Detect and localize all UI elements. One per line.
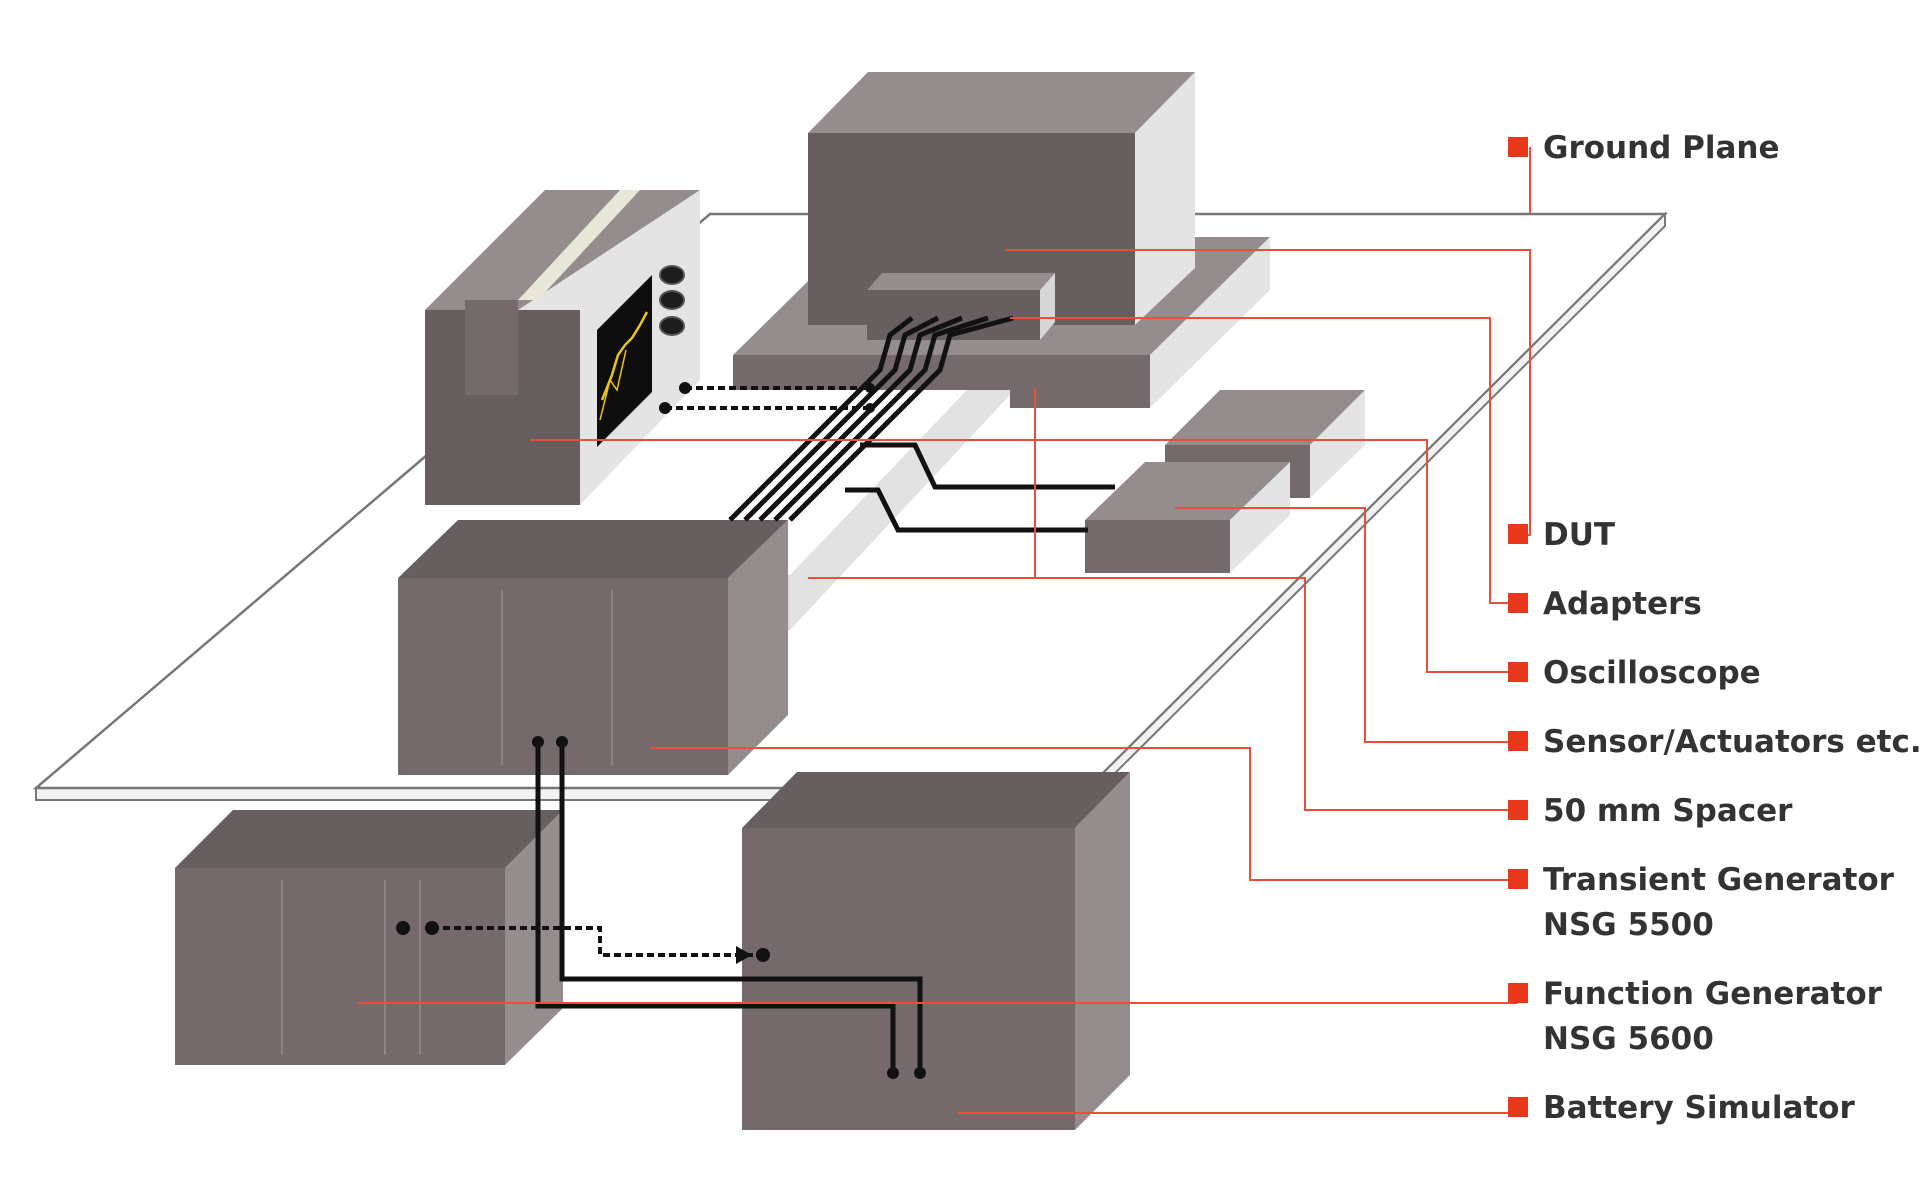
transient-generator <box>398 520 788 775</box>
legend-marker-function-generator <box>1508 983 1528 1003</box>
legend-ground-plane: Ground Plane <box>1543 130 1780 166</box>
legend-battery-simulator: Battery Simulator <box>1543 1090 1855 1126</box>
signal-lines <box>432 386 870 957</box>
dut-box <box>733 72 1270 408</box>
legend-marker-dut <box>1508 524 1528 544</box>
function-generator <box>175 810 563 1065</box>
legend-adapters: Adapters <box>1543 586 1702 622</box>
legend-marker-ground-plane <box>1508 137 1528 157</box>
legend-marker-battery-simulator <box>1508 1097 1528 1117</box>
legend-marker-spacer <box>1508 800 1528 820</box>
legend-spacer: 50 mm Spacer <box>1543 793 1793 829</box>
legend-oscilloscope: Oscilloscope <box>1543 655 1761 691</box>
legend-marker-transient-generator <box>1508 869 1528 889</box>
sensor-actuators <box>1085 390 1365 573</box>
leader-lines <box>358 147 1531 1114</box>
legend: Ground Plane DUT Adapters Oscilloscope S… <box>1543 130 1920 1126</box>
legend-marker-sensor-actuators <box>1508 731 1528 751</box>
legend-function-generator-line1: Function Generator <box>1543 976 1883 1012</box>
legend-markers <box>1508 137 1528 1117</box>
legend-transient-generator-line1: Transient Generator <box>1543 862 1895 898</box>
legend-function-generator-line2: NSG 5600 <box>1543 1021 1714 1057</box>
legend-marker-adapters <box>1508 593 1528 613</box>
oscilloscope <box>425 190 700 505</box>
legend-dut: DUT <box>1543 517 1615 553</box>
legend-sensor-actuators: Sensor/Actuators etc. <box>1543 724 1920 760</box>
cables <box>535 315 1115 1073</box>
cable-terminals <box>396 382 926 1079</box>
battery-simulator <box>742 772 1130 1130</box>
adapter-block <box>867 273 1055 340</box>
legend-transient-generator-line2: NSG 5500 <box>1543 907 1714 943</box>
legend-marker-oscilloscope <box>1508 662 1528 682</box>
